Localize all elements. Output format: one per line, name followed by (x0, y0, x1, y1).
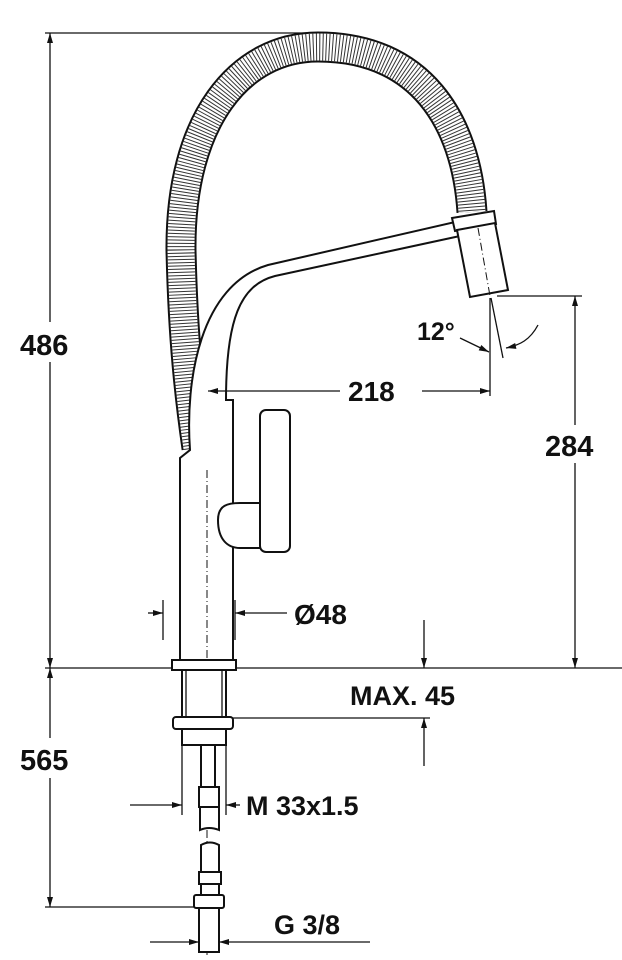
spout-body (179, 220, 462, 663)
flexible-hose (165, 31, 488, 451)
connection-thread-dimension: G 3/8 (150, 910, 370, 945)
spray-angle-dimension: 12° (417, 297, 539, 396)
height-dimension-486: 486 (18, 32, 318, 668)
supply-hose (193, 744, 225, 953)
angle-12-label: 12° (417, 318, 455, 346)
dimension-218-label: 218 (348, 376, 395, 407)
below-counter-dimension-565: 565 (18, 668, 195, 908)
m33-label: M 33x1.5 (246, 791, 359, 821)
diameter-dimension: Ø48 (148, 599, 347, 640)
max-thickness-dimension: MAX. 45 (233, 620, 455, 766)
spray-head (450, 209, 510, 299)
shank-thread-dimension: M 33x1.5 (130, 745, 359, 821)
dimension-565-label: 565 (20, 745, 68, 777)
reach-dimension-218: 218 (208, 376, 490, 407)
spout-height-dimension-284: 284 (497, 295, 607, 668)
g38-label: G 3/8 (274, 910, 340, 940)
lever-handle (216, 409, 291, 553)
dimension-284-label: 284 (545, 431, 593, 463)
dimension-486-label: 486 (20, 330, 68, 362)
mounting-shank (171, 659, 237, 746)
max-45-label: MAX. 45 (350, 681, 455, 711)
dimension-diameter-label: Ø48 (294, 599, 347, 630)
